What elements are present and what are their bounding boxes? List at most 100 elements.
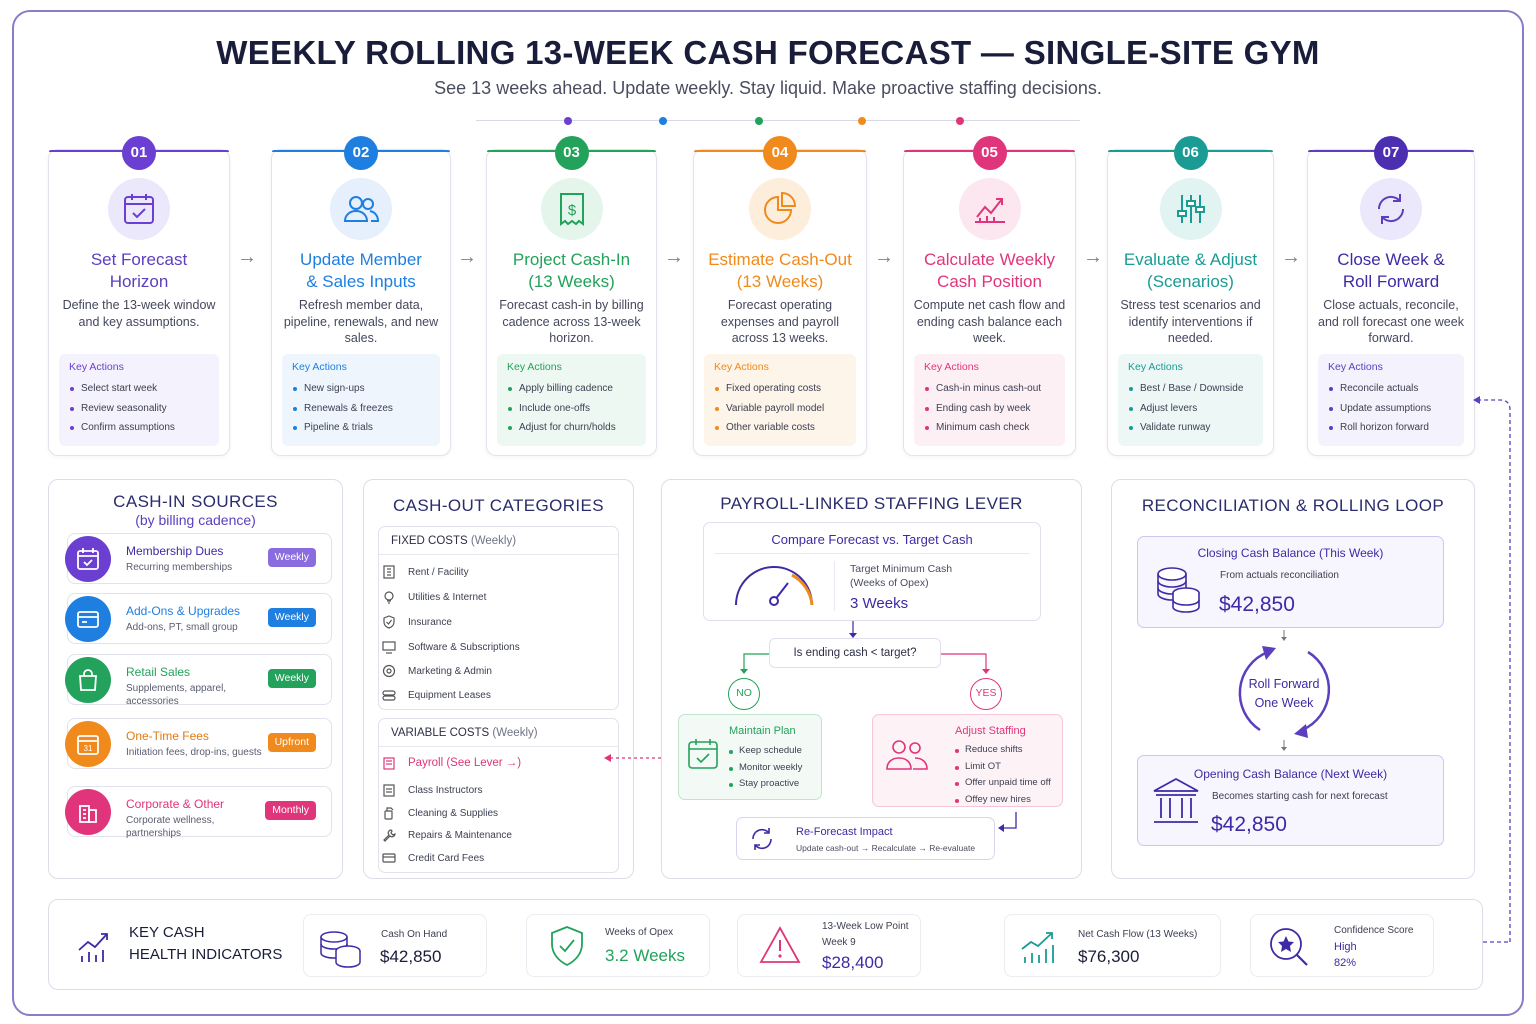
step-number: 01: [122, 136, 156, 170]
payroll-title: PAYROLL-LINKED STAFFING LEVER: [720, 494, 1023, 513]
step-title: Evaluate & Adjust: [1123, 250, 1258, 269]
cash-source-item[interactable]: 31 One-Time Fees Initiation fees, drop-i…: [65, 718, 332, 769]
step-description: Stress test scenarios and identify inter…: [1120, 298, 1261, 345]
variable-costs-period: (Weekly): [492, 727, 538, 739]
compare-box: Compare Forecast vs. Target Cash Target …: [703, 522, 1041, 621]
maintain-item: Monitor weekly: [729, 760, 802, 777]
cost-item: Utilities & Internet: [382, 590, 486, 604]
kpi-low-point: 13-Week Low Point Week 9 $28,400: [737, 914, 921, 977]
closing-value: $42,850: [1219, 593, 1295, 616]
cost-item: Repairs & Maintenance: [382, 828, 512, 842]
step-description: Forecast cash-in by billing cadence acro…: [499, 298, 644, 345]
step-title: Close Week &: [1337, 250, 1445, 269]
cash-in-panel: CASH-IN SOURCES (by billing cadence) Mem…: [48, 479, 343, 879]
closing-balance-box: Closing Cash Balance (This Week) From ac…: [1137, 536, 1444, 628]
closing-sub: From actuals reconciliation: [1220, 570, 1339, 581]
maintain-item: Keep schedule: [729, 743, 802, 760]
kpi-cash-on-hand: Cash On Hand $42,850: [303, 914, 487, 977]
roll-forward-cycle-icon: [1238, 630, 1331, 751]
trend-chart-icon: [958, 178, 1021, 240]
coins-icon: [1157, 567, 1200, 613]
target-label: Target Minimum Cash: [850, 563, 953, 575]
action-item: Roll horizon forward: [1328, 418, 1454, 438]
action-item: Adjust for churn/holds: [507, 418, 636, 438]
closing-title: Closing Cash Balance (This Week): [1197, 546, 1384, 560]
action-item: Include one-offs: [507, 399, 636, 419]
spray-bottle-icon: [384, 807, 394, 820]
progress-dots: [476, 114, 1080, 128]
kpi-value: $28,400: [822, 953, 884, 972]
building-icon: [65, 789, 111, 835]
step-title-2: Roll Forward: [1342, 272, 1440, 291]
shield-check-icon: [551, 926, 583, 967]
cost-item: Marketing & Admin: [382, 664, 492, 678]
wrench-icon: [383, 829, 396, 842]
credit-card-icon: [382, 853, 396, 863]
fixed-costs-label: FIXED COSTS: [391, 535, 468, 547]
step-description: Define the 13-week window and key assump…: [62, 298, 216, 329]
step-number: 07: [1374, 136, 1408, 170]
yes-badge: YES: [970, 678, 1002, 710]
cash-source-item[interactable]: Membership Dues Recurring memberships We…: [65, 533, 332, 584]
svg-text:$: $: [567, 202, 576, 219]
source-name: Corporate & Other: [126, 797, 225, 811]
svg-text:31: 31: [84, 744, 93, 753]
kpi-level: High: [1334, 941, 1357, 953]
fixed-costs-period: (Weekly): [470, 535, 517, 547]
loop-back-arrow: [1473, 396, 1511, 943]
roll-forward-label-2: One Week: [1254, 696, 1314, 710]
bank-icon: [1153, 777, 1199, 823]
cash-in-subtitle: (by billing cadence): [135, 512, 256, 528]
step-number: 06: [1173, 136, 1208, 170]
cadence-badge: Weekly: [267, 608, 316, 627]
cost-item: Credit Card Fees: [382, 851, 484, 865]
step-card-6: 06 Evaluate & Adjust(Scenarios) Stress t…: [1107, 136, 1274, 456]
recon-title: RECONCILIATION & ROLLING LOOP: [1141, 496, 1445, 515]
adjust-item: Offey new hires: [955, 792, 1051, 809]
step-title-2: (13 Weeks): [736, 272, 824, 291]
action-item: Renewals & freezes: [292, 399, 430, 419]
cash-source-item[interactable]: Corporate & Other Corporate wellness, pa…: [65, 786, 332, 839]
opening-value: $42,850: [1211, 813, 1287, 836]
source-name: Membership Dues: [126, 544, 224, 558]
step-number: 02: [344, 136, 378, 170]
action-item: Update assumptions: [1328, 399, 1454, 419]
action-item: Cash-in minus cash-out: [924, 379, 1055, 399]
payroll-item[interactable]: Payroll (See Lever →): [382, 756, 521, 770]
cash-source-item[interactable]: Retail Sales Supplements, apparel, acces…: [65, 654, 332, 707]
cash-out-panel: CASH-OUT CATEGORIES FIXED COSTS (Weekly)…: [363, 479, 634, 879]
step-card-7: 07 Close Week & Roll Forward Close actual…: [1307, 136, 1475, 456]
target-value: 3 Weeks: [850, 595, 909, 612]
kpi-value: 82%: [1334, 957, 1357, 969]
key-actions-label: Key Actions: [924, 361, 979, 373]
cadence-badge: Weekly: [267, 669, 316, 688]
step-title-2: (13 Weeks): [528, 272, 615, 291]
compare-title: Compare Forecast vs. Target Cash: [771, 532, 973, 547]
variable-costs-box: VARIABLE COSTS (Weekly): [378, 718, 619, 873]
lightbulb-icon: [384, 591, 394, 604]
step-description: Close actuals, reconcile, and roll forec…: [1318, 298, 1464, 345]
users-icon: [886, 740, 928, 770]
kpi-heading: KEY CASH: [129, 924, 205, 941]
step-title-2: Cash Position: [937, 272, 1042, 291]
action-item: Apply billing cadence: [507, 379, 636, 399]
kpi-value: $42,850: [380, 947, 442, 966]
kpi-value: 3.2 Weeks: [605, 946, 686, 965]
opening-sub: Becomes starting cash for next forecast: [1212, 791, 1388, 802]
magnifier-star-icon: [1270, 928, 1308, 966]
maintain-plan-box: Maintain Plan Keep schedule Monitor week…: [678, 714, 822, 800]
action-item: Other variable costs: [714, 418, 846, 438]
calendar-check-icon: [688, 739, 718, 769]
action-item: Reconcile actuals: [1328, 379, 1454, 399]
monitor-icon: [382, 641, 396, 654]
cash-source-item[interactable]: Add-Ons & Upgrades Add-ons, PT, small gr…: [65, 593, 332, 644]
step-card-2: 02 Update Member& Sales Inputs Refresh m…: [271, 136, 451, 456]
receipt-dollar-icon: $: [540, 178, 603, 240]
action-item: Fixed operating costs: [714, 379, 846, 399]
clipboard-icon: [383, 784, 395, 797]
arrow-right-icon: →: [664, 246, 684, 268]
